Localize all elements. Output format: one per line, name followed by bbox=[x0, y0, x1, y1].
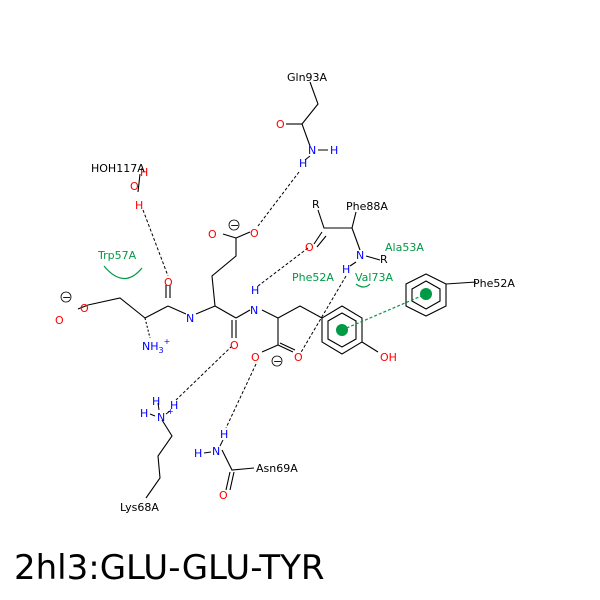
residue-val73a: Val73A bbox=[355, 271, 393, 284]
hbond-phe88-nh bbox=[257, 247, 309, 287]
atom-o: O bbox=[219, 489, 228, 502]
residue-ala53a: Ala53A bbox=[385, 241, 424, 254]
hydrophobic-contacts bbox=[103, 265, 427, 331]
atom-o: O bbox=[230, 339, 239, 352]
atom-r: R bbox=[312, 198, 320, 211]
atom-o: − bbox=[62, 291, 71, 304]
atom-h: H bbox=[330, 144, 338, 157]
ligand-bonds bbox=[77, 81, 477, 499]
hydrogen-bonds bbox=[142, 171, 347, 429]
hbond-hoh-glu1 bbox=[142, 209, 169, 277]
atom-h: H bbox=[251, 284, 259, 297]
residue-phe88a: Phe88A bbox=[346, 200, 388, 213]
residue-asn69a: Asn69A bbox=[256, 462, 298, 475]
val73a-arc bbox=[355, 283, 371, 288]
residue-lys68a: Lys68A bbox=[120, 501, 159, 514]
atom-h: H bbox=[152, 395, 160, 408]
charge-tyr bbox=[271, 355, 283, 367]
atom-n: N bbox=[186, 312, 194, 325]
atom-o: O bbox=[130, 180, 139, 193]
atom-nh3: NH3+ bbox=[142, 337, 170, 355]
atom-n: N bbox=[356, 249, 364, 262]
atom-o: O bbox=[55, 314, 64, 327]
residue-phe52a-hydrophobic: Phe52A bbox=[292, 271, 334, 284]
atom-o: O bbox=[80, 302, 89, 315]
hbond-asn69-tyr bbox=[225, 363, 257, 429]
atom-o: O bbox=[250, 227, 259, 240]
charge-glu2 bbox=[228, 219, 240, 231]
atom-h: H bbox=[170, 399, 178, 412]
atom-h: H bbox=[135, 199, 143, 212]
atom-h: H bbox=[140, 166, 148, 179]
residue-trp57a: Trp57A bbox=[97, 249, 137, 262]
hbond-lys68-glu2 bbox=[175, 345, 233, 401]
pi-center-phe52a bbox=[420, 288, 432, 300]
pi-stack-line bbox=[341, 293, 427, 331]
atom-n: N bbox=[308, 144, 316, 157]
charge-glu1 bbox=[60, 291, 72, 303]
atom-o: − bbox=[230, 219, 239, 232]
atom-h: H bbox=[220, 428, 228, 441]
atom-r: R bbox=[380, 253, 388, 266]
atom-n: N bbox=[157, 411, 165, 424]
atom-n: N bbox=[250, 304, 258, 317]
atom-h: H bbox=[342, 263, 350, 276]
residue-gln93a: Gln93A bbox=[287, 71, 328, 84]
hbond-ala53-carboxylate bbox=[299, 275, 347, 355]
residue-phe52a-ring: Phe52A bbox=[473, 277, 515, 290]
hbond-gln93-glu2 bbox=[257, 171, 300, 227]
residue-hoh117a: HOH117A bbox=[91, 162, 145, 175]
atom-o: − bbox=[273, 355, 282, 368]
atom-h: H bbox=[299, 157, 307, 170]
atom-o: O bbox=[251, 351, 260, 364]
atom-oh: OH bbox=[380, 351, 397, 364]
atom-o: O bbox=[276, 118, 285, 131]
atom-plus: + bbox=[167, 407, 174, 416]
atom-o: O bbox=[294, 351, 303, 364]
atom-o: O bbox=[164, 276, 173, 289]
atom-h: H bbox=[140, 407, 148, 420]
atom-n: N bbox=[212, 445, 220, 458]
charges bbox=[60, 219, 283, 367]
atom-o: O bbox=[208, 228, 217, 241]
pi-center-tyr bbox=[336, 324, 348, 336]
diagram-title: 2hl3:GLU-GLU-TYR bbox=[14, 548, 325, 588]
atom-o: O bbox=[305, 241, 314, 254]
atom-h: H bbox=[194, 447, 202, 460]
trp57a-arc bbox=[103, 265, 143, 280]
